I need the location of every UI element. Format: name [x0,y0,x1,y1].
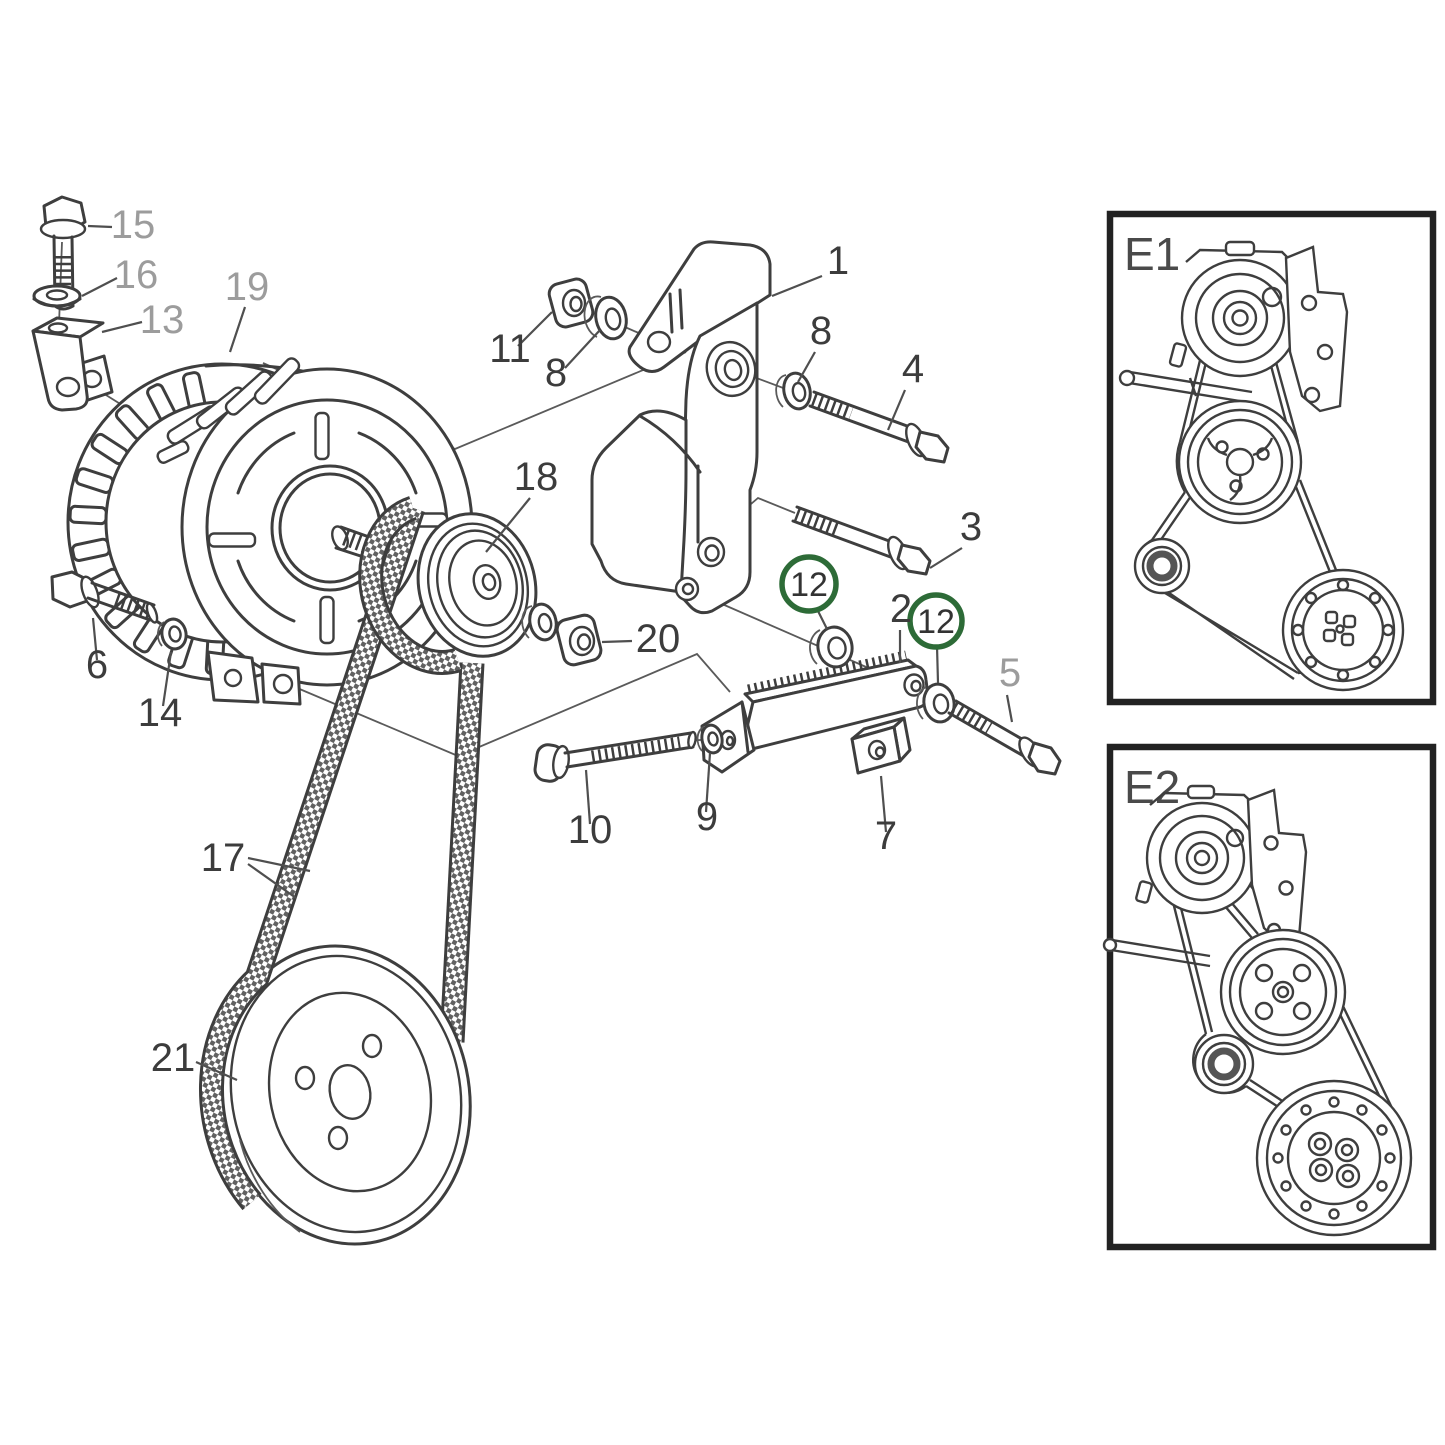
highlight-circle [907,592,965,650]
e1-crank-pulley [1281,568,1405,692]
belt-strand-right [439,662,485,1043]
pulley-18 [416,512,538,658]
part-label-17: 17 [201,836,246,880]
nut-11 [547,277,595,329]
part-label-9: 9 [696,795,718,839]
part-label-11: 11 [489,327,531,371]
part-label-14: 14 [138,691,183,735]
washer-9 [696,723,724,755]
inset-e2: E2 [1102,743,1437,1251]
washer-8-left [583,295,628,341]
bracket-1 [590,240,772,615]
alternator-vents [156,357,301,464]
washer-12-left [809,625,854,669]
part-label-15: 15 [111,203,156,247]
bolt-4 [808,390,950,464]
part-label-5: 5 [999,651,1021,695]
part-label-21: 21 [151,1036,196,1080]
part-label-12-left: 12 [790,566,828,604]
washer-20 [521,602,558,642]
washer-14 [156,617,188,651]
highlight-circle [779,554,839,614]
part-label-4: 4 [902,347,924,391]
part-label-13: 13 [140,298,185,342]
bolt-10 [533,730,697,783]
e1-mid-pulley [1177,399,1303,525]
part-label-18: 18 [514,455,559,499]
e2-arm [1102,937,1211,968]
nut-20 [555,613,603,667]
part-label-2: 2 [890,587,912,631]
part-label-16: 16 [114,253,159,297]
inset-e1: E1 [1106,210,1437,706]
part-label-10: 10 [568,808,613,852]
inset-e2-label: E2 [1124,761,1180,813]
part-label-7: 7 [875,814,897,858]
bolt-3 [791,505,932,576]
bolt-6 [50,570,159,624]
e1-bracket [1261,245,1349,413]
part-label-8-right: 8 [810,309,832,353]
highlight-12-right: 12 [907,592,965,684]
e2-mid-pulley [1219,928,1347,1056]
e1-arm [1118,369,1253,405]
part-label-19: 19 [225,265,270,309]
adjusting-arm [700,650,930,774]
washer-12-right [916,682,956,724]
belt-strand-left [198,496,462,1211]
part-label-3: 3 [960,505,982,549]
bracket-1-boss-bottom [674,536,726,602]
part-label-6: 6 [86,643,108,687]
washer-16 [32,284,82,308]
part-label-12-right: 12 [917,603,955,641]
e2-alternator [1135,784,1259,915]
e1-tensioner [1133,537,1191,595]
part-labels: 15 16 13 19 11 8 1 8 4 3 2 5 18 20 6 14 … [86,203,1021,1080]
block-7 [850,716,912,775]
part-label-1: 1 [827,239,849,283]
bolt-5 [947,699,1062,776]
pulley-21 [218,944,472,1246]
e2-tensioner [1193,1033,1255,1095]
inset-e1-label: E1 [1124,228,1180,280]
bracket-13 [31,316,105,412]
highlight-12-left: 12 [779,554,839,630]
e2-crank-pulley [1255,1079,1413,1237]
part-label-20: 20 [636,617,681,661]
washer-8-right [775,371,812,411]
bracket-1-boss-top [705,340,757,398]
part-label-8-left: 8 [545,351,567,395]
label-leaders [81,224,1014,1082]
